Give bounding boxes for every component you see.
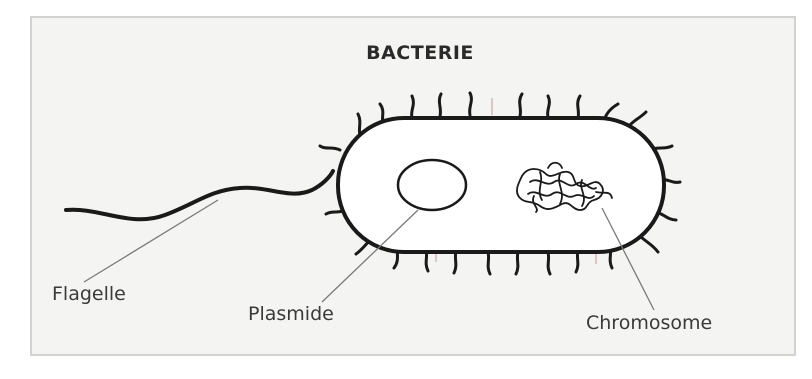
plasmid [398,160,466,210]
diagram-title: BACTERIE [300,42,540,64]
label-flagelle: Flagelle [52,283,126,305]
label-chromosome: Chromosome [586,312,712,334]
cell-body [338,118,664,252]
label-plasmide: Plasmide [248,303,334,325]
